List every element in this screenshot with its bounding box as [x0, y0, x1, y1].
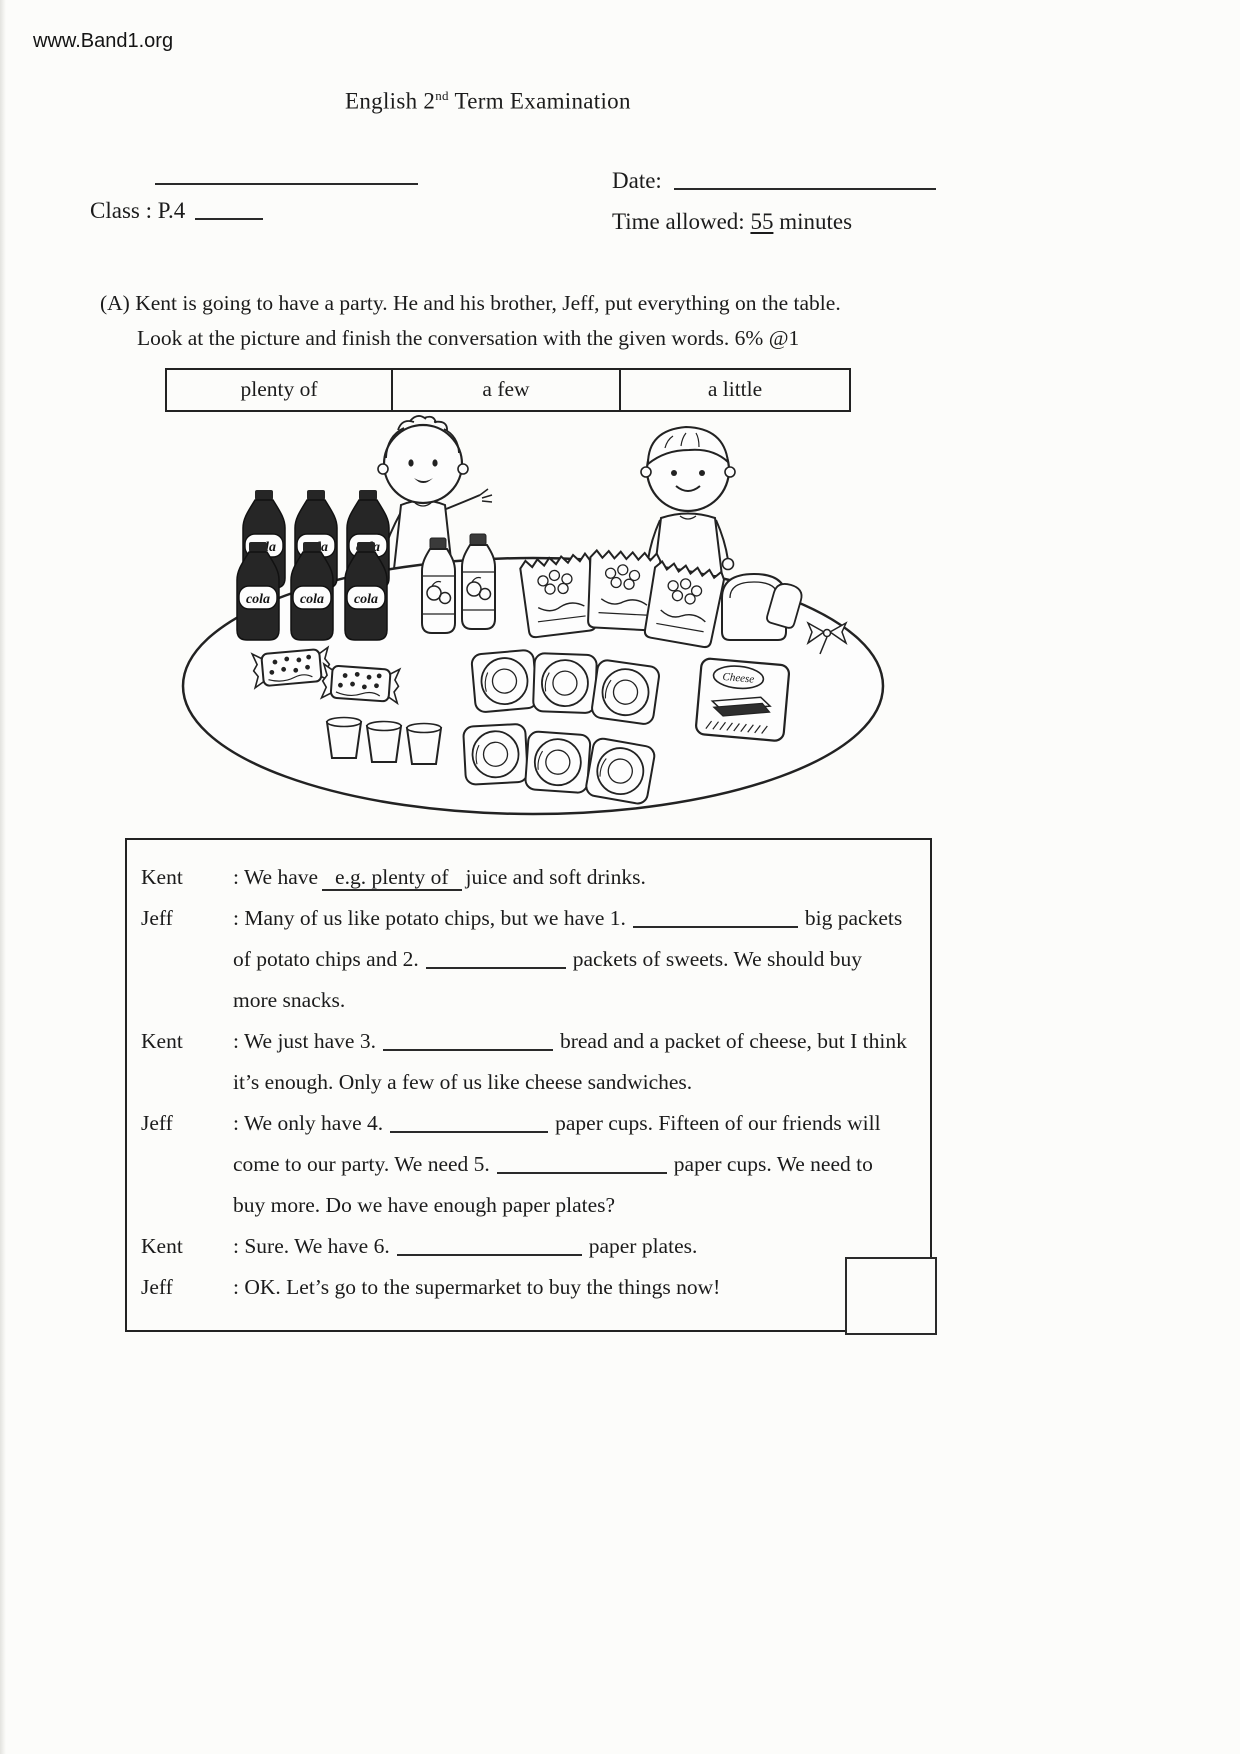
answer-blank-5	[496, 1153, 667, 1174]
dialogue-turn: Kent : We just have 3.bread and a packet…	[141, 1021, 908, 1103]
title-text: English 2	[345, 88, 436, 114]
dialogue-segment: big packets of potato chips and 2.	[233, 906, 903, 971]
date-field: Date:	[612, 167, 936, 194]
bread-loaf	[721, 572, 803, 641]
dialogue-turn: Jeff : We only have 4.paper cups. Fiftee…	[141, 1103, 908, 1226]
cheese-label: Cheese	[722, 671, 755, 686]
cheese-packet: Cheese	[695, 657, 791, 742]
class-field: Class : P.4	[90, 197, 264, 224]
watermark: www.Band1.org	[33, 30, 174, 52]
example-answer: e.g. plenty of	[322, 865, 462, 891]
dialogue-speaker: Kent	[141, 1234, 183, 1258]
dialogue-speaker: Jeff	[141, 906, 173, 930]
word-bank-option: plenty of	[167, 370, 393, 410]
dialogue-segment: juice and soft drinks.	[465, 865, 646, 889]
title-superscript: nd	[435, 88, 449, 103]
section-instruction: (A) Kent is going to have a party. He an…	[100, 286, 841, 356]
dialogue-turn: Jeff : Many of us like potato chips, but…	[141, 898, 908, 1021]
party-table-illustration: cola	[181, 415, 885, 816]
dialogue-turn: Kent : Sure. We have 6. paper plates.	[141, 1226, 908, 1267]
dialogue-segment: paper plates.	[588, 1234, 698, 1258]
answer-blank-4	[390, 1112, 549, 1133]
word-bank-option: a little	[707, 377, 763, 401]
instruction-line: (A) Kent is going to have a party. He an…	[100, 291, 841, 315]
dialogue-text: : We just have 3.bread and a packet of c…	[233, 1021, 908, 1103]
dialogue-segment: paper cups. We need to buy more. Do we h…	[233, 1152, 873, 1217]
answer-blank-1	[632, 907, 798, 928]
score-box	[845, 1257, 937, 1335]
date-label: Date:	[612, 168, 662, 193]
class-label: Class : P.4	[90, 198, 186, 223]
dialogue-segment: : Sure. We have 6.	[233, 1234, 390, 1258]
dialogue-segment: : We only have 4.	[233, 1111, 384, 1135]
dialogue-segment: bread and a packet of cheese, but I thin…	[233, 1029, 907, 1094]
time-value: 55	[750, 209, 774, 234]
dialogue-text: : Many of us like potato chips, but we h…	[233, 898, 908, 1021]
instruction-line: Look at the picture and finish the conve…	[137, 326, 800, 350]
cola-bottles	[236, 489, 390, 641]
dialogue-segment: : We have	[233, 865, 319, 889]
dialogue-segment: : Many of us like potato chips, but we h…	[233, 906, 626, 930]
dialogue-speaker: Kent	[141, 1029, 183, 1053]
dialogue-segment: : We just have 3.	[233, 1029, 376, 1053]
pinwheel-icon	[806, 621, 848, 655]
time-label: Time allowed:	[612, 209, 745, 234]
answer-blank-2	[425, 948, 566, 969]
answer-blank-3	[382, 1030, 553, 1051]
dialogue-text: : We only have 4.paper cups. Fifteen of …	[233, 1103, 908, 1226]
name-blank-line	[155, 183, 418, 185]
answer-blank-6	[396, 1235, 582, 1256]
dialogue-segment: : OK. Let’s go to the supermarket to buy…	[233, 1275, 721, 1299]
dialogue-text: : OK. Let’s go to the supermarket to buy…	[233, 1267, 908, 1308]
dialogue-segment: paper cups. Fifteen of our friends will …	[233, 1111, 881, 1176]
date-blank	[673, 167, 936, 190]
word-bank-option: a few	[393, 370, 621, 410]
dialogue-speaker: Jeff	[141, 1275, 173, 1299]
time-unit: minutes	[779, 209, 853, 234]
dialogue-segment: packets of sweets. We should buy more sn…	[233, 947, 862, 1012]
boy-jeff	[640, 425, 736, 577]
dialogue-turn: Jeff : OK. Let’s go to the supermarket t…	[141, 1267, 908, 1308]
illustration-area: cola	[168, 406, 928, 836]
time-field: Time allowed: 55 minutes	[612, 209, 852, 235]
title-text: Term Examination	[448, 88, 631, 114]
dialogue-speaker: Kent	[141, 865, 183, 889]
page-title: English 2nd Term Examination	[345, 88, 631, 115]
word-bank-table: plenty of a few a little	[165, 368, 851, 412]
dialogue-text: : Sure. We have 6. paper plates.	[233, 1226, 908, 1267]
dialogue-speaker: Jeff	[141, 1111, 173, 1135]
class-blank	[195, 197, 264, 220]
paper-cups	[326, 716, 442, 765]
